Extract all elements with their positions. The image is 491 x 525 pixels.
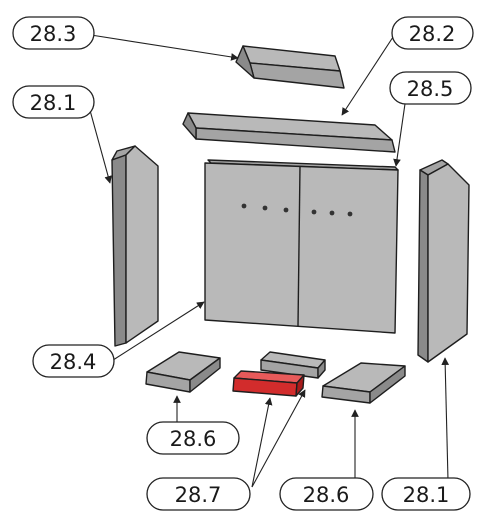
callout-28-5-text: 28.5 [407, 77, 454, 101]
leader-28-4 [109, 301, 205, 363]
callout-28-2: 28.2 [391, 16, 474, 50]
callout-28-4: 28.4 [32, 344, 115, 378]
callout-28-7: 28.7 [146, 477, 251, 511]
leader-28-1-left [87, 102, 112, 184]
callout-28-1-right: 28.1 [381, 477, 471, 511]
callout-28-6-left-text: 28.6 [170, 427, 217, 451]
callout-28-6-right: 28.6 [279, 477, 374, 511]
leader-28-1-right [441, 357, 450, 481]
top-slab-part [235, 45, 345, 89]
floor-right-part [321, 362, 406, 404]
callout-28-1-left: 28.1 [12, 85, 95, 119]
callout-28-3: 28.3 [12, 16, 95, 50]
floor-left-part [145, 351, 221, 393]
callout-28-3-text: 28.3 [30, 22, 77, 46]
floor-center-back-part [260, 351, 326, 379]
callout-28-1-left-text: 28.1 [30, 91, 77, 115]
baffle-part [182, 112, 396, 153]
leader-28-7-a [251, 397, 273, 488]
callout-28-7-text: 28.7 [175, 483, 222, 507]
right-side-part [417, 159, 470, 363]
left-side-part [111, 145, 159, 347]
back-wall-part [204, 159, 399, 334]
leader-28-2 [341, 33, 396, 116]
leader-28-3 [90, 34, 239, 61]
leader-28-7-b [251, 389, 306, 488]
callout-28-6-left: 28.6 [146, 421, 240, 455]
callout-28-4-text: 28.4 [50, 350, 97, 374]
callout-28-5: 28.5 [389, 71, 472, 105]
callout-28-2-text: 28.2 [409, 22, 456, 46]
callout-28-1-right-text: 28.1 [403, 483, 450, 507]
callout-28-6-right-text: 28.6 [303, 483, 350, 507]
floor-center-red-part [232, 370, 305, 397]
